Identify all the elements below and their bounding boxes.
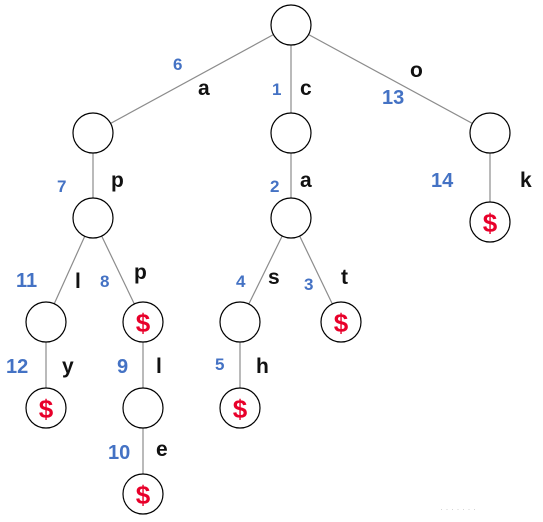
edge-order-label: 6 xyxy=(173,55,182,74)
edge-order-label: 12 xyxy=(6,356,28,378)
edge-root-o xyxy=(290,24,491,134)
edge-letter-label: l xyxy=(156,355,162,378)
edge-letter-label: a xyxy=(300,169,312,192)
node-circle xyxy=(72,197,114,239)
edge-letter-label: p xyxy=(111,169,124,192)
node-circle xyxy=(122,473,164,515)
node-circle xyxy=(469,201,511,243)
end-of-word-marker: $ xyxy=(136,308,151,338)
edge-letter-label: a xyxy=(198,77,210,100)
edge-order-label: 13 xyxy=(382,87,404,109)
trie-node-appl xyxy=(122,387,164,429)
edge-letter-label: e xyxy=(156,438,168,461)
edge-order-label: 9 xyxy=(117,356,128,378)
edge-order-label: 8 xyxy=(100,272,109,291)
node-circle xyxy=(270,112,312,154)
trie-node-a xyxy=(72,112,114,154)
trie-node-ok: $ xyxy=(469,201,511,243)
edge-letter-label: s xyxy=(268,266,280,289)
edge-order-label: 5 xyxy=(215,355,224,374)
edge-letter-label: o xyxy=(410,59,423,82)
trie-node-ca xyxy=(270,197,312,239)
edge-letter-label: k xyxy=(520,169,532,192)
node-circle xyxy=(25,301,67,343)
edge-letter-label: y xyxy=(62,355,74,378)
node-circle xyxy=(469,112,511,154)
edge-order-label: 14 xyxy=(431,170,454,192)
trie-node-apl xyxy=(25,301,67,343)
nodes-layer: $ $ $ $ $ $ xyxy=(25,4,511,515)
edge-letter-label: h xyxy=(256,355,269,378)
edge-order-label: 11 xyxy=(16,270,37,292)
end-of-word-marker: $ xyxy=(39,394,54,424)
edge-order-label: 3 xyxy=(304,275,313,294)
node-circle xyxy=(270,197,312,239)
end-of-word-marker: $ xyxy=(233,394,248,424)
edge-order-label: 7 xyxy=(57,177,66,196)
watermark: · · · · · · · xyxy=(440,504,476,514)
node-circle xyxy=(122,387,164,429)
edge-letter-label: p xyxy=(134,261,147,284)
edge-order-label: 10 xyxy=(108,442,130,464)
node-circle xyxy=(320,301,362,343)
trie-node-app: $ xyxy=(122,301,164,343)
edge-order-label: 2 xyxy=(270,177,279,196)
trie-node-o xyxy=(469,112,511,154)
edge-root-a xyxy=(92,24,292,134)
node-circle xyxy=(219,301,261,343)
trie-node-cas xyxy=(219,301,261,343)
node-circle xyxy=(219,387,261,429)
trie-node-cash: $ xyxy=(219,387,261,429)
trie-node-aply: $ xyxy=(25,387,67,429)
edges-layer xyxy=(45,24,491,494)
trie-node-c xyxy=(270,112,312,154)
node-circle xyxy=(270,4,312,46)
end-of-word-marker: $ xyxy=(136,480,151,510)
trie-node-root xyxy=(270,4,312,46)
node-circle xyxy=(122,301,164,343)
trie-node-ap xyxy=(72,197,114,239)
node-circle xyxy=(25,387,67,429)
end-of-word-marker: $ xyxy=(334,308,349,338)
edge-letter-label: l xyxy=(75,270,81,293)
node-circle xyxy=(72,112,114,154)
edge-order-label: 1 xyxy=(272,80,281,99)
trie-node-apple: $ xyxy=(122,473,164,515)
edge-letter-label: t xyxy=(341,266,348,289)
trie-node-cat: $ xyxy=(320,301,362,343)
edge-order-label: 4 xyxy=(236,272,246,291)
end-of-word-marker: $ xyxy=(483,208,498,238)
edge-letter-label: c xyxy=(300,77,312,100)
